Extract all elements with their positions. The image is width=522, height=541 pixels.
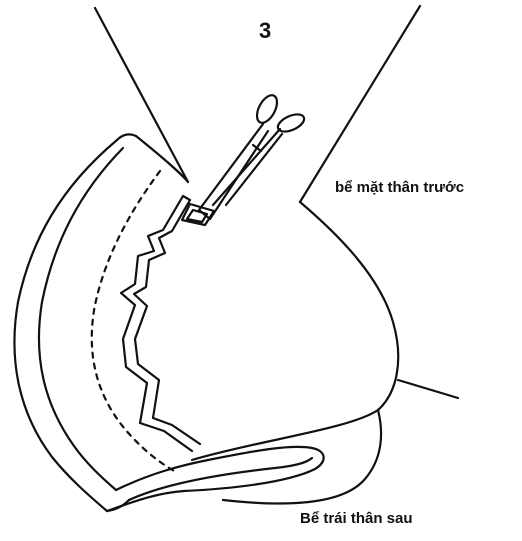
scissors-left-handle — [253, 92, 281, 126]
dashed-stitch-line — [92, 171, 176, 472]
outer-curved-band — [14, 140, 117, 511]
scissors-right-handle — [275, 111, 306, 135]
scissors-lower-inner — [187, 210, 207, 222]
scissors-icon — [182, 92, 307, 225]
curved-band-top-cap — [117, 134, 136, 140]
bottom-back-outline — [223, 410, 381, 503]
folded-strip-outer — [107, 447, 324, 511]
scissors-right-blade — [213, 129, 280, 205]
inner-curved-band — [39, 148, 123, 490]
curved-band-body — [136, 136, 188, 182]
left-top-line — [95, 8, 188, 182]
right-side-line — [398, 380, 458, 398]
cut-edge-outer — [121, 196, 192, 451]
step-number: 3 — [259, 20, 271, 42]
scissors-left-blade — [199, 124, 268, 219]
right-top-line — [300, 6, 420, 202]
cut-edge-top-join — [183, 196, 190, 200]
front-body-label: bể mặt thân trước — [335, 180, 464, 195]
back-left-label: Bể trái thân sau — [300, 511, 413, 526]
cut-edge-inner — [134, 200, 200, 444]
front-body-outline — [192, 202, 398, 460]
